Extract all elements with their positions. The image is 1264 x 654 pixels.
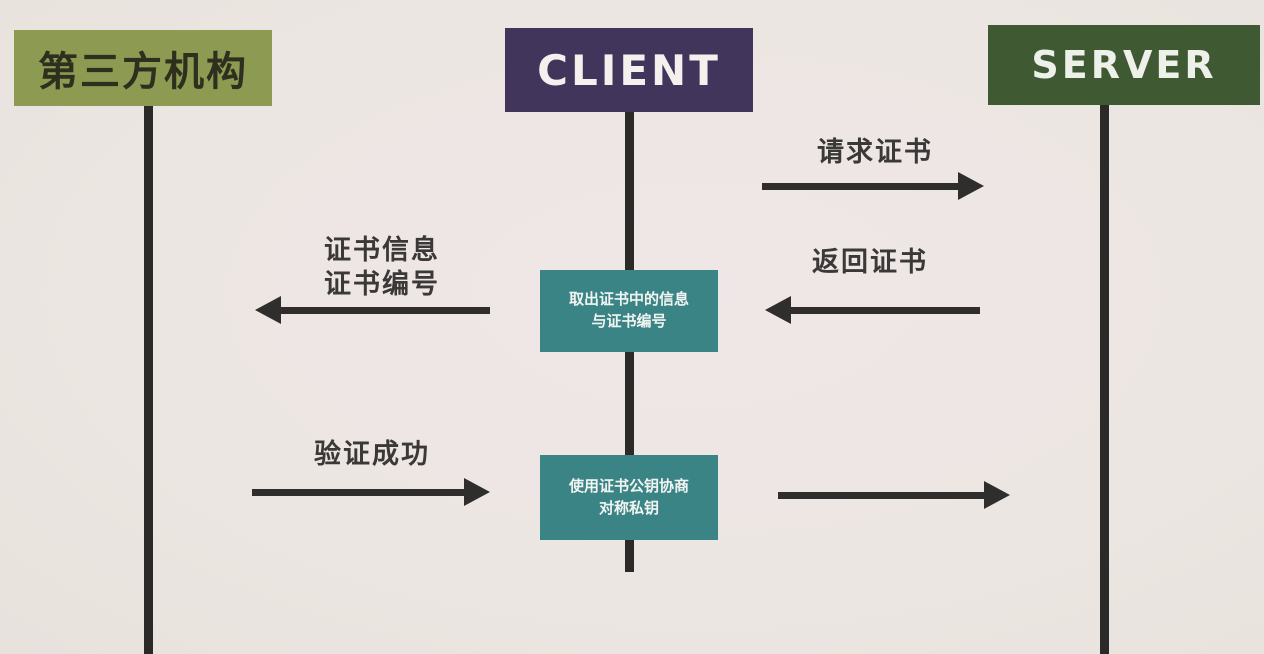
actor-client: CLIENT bbox=[505, 28, 753, 112]
process-extract-line1: 取出证书中的信息 bbox=[568, 290, 689, 309]
message-cert-info-label-line1: 证书信息 bbox=[324, 235, 440, 266]
arrow-left-icon bbox=[765, 296, 791, 324]
arrow-left-icon bbox=[255, 296, 281, 324]
message-return-cert-label: 返回证书 bbox=[812, 247, 928, 278]
arrow-return-cert-shaft bbox=[791, 307, 980, 314]
actor-third-party-ca-label: 第三方机构 bbox=[38, 49, 248, 95]
lifeline-third-party-ca bbox=[144, 106, 153, 654]
actor-server-label: SERVER bbox=[1031, 43, 1217, 87]
arrow-request-cert-shaft bbox=[762, 183, 958, 190]
process-extract-cert-info: 取出证书中的信息 与证书编号 bbox=[540, 270, 718, 352]
message-request-cert-label: 请求证书 bbox=[817, 137, 933, 168]
message-cert-info-label-line2: 证书编号 bbox=[324, 269, 440, 300]
arrow-request-cert bbox=[762, 172, 984, 200]
actor-client-label: CLIENT bbox=[537, 45, 721, 95]
arrow-right-icon bbox=[984, 481, 1010, 509]
arrow-verify-success bbox=[252, 478, 490, 506]
arrow-negotiate-send bbox=[778, 481, 1010, 509]
message-verify-success-label: 验证成功 bbox=[314, 439, 430, 470]
process-negotiate-key: 使用证书公钥协商 对称私钥 bbox=[540, 455, 718, 540]
arrow-return-cert bbox=[765, 296, 980, 324]
arrow-verify-success-shaft bbox=[252, 489, 464, 496]
process-extract-line2: 与证书编号 bbox=[591, 312, 667, 330]
actor-third-party-ca: 第三方机构 bbox=[14, 30, 272, 106]
process-negotiate-line1: 使用证书公钥协商 bbox=[568, 476, 689, 495]
arrow-cert-info bbox=[255, 296, 490, 324]
lifeline-server bbox=[1100, 105, 1109, 654]
arrow-right-icon bbox=[958, 172, 984, 200]
arrow-cert-info-shaft bbox=[281, 307, 490, 314]
process-negotiate-line2: 对称私钥 bbox=[598, 498, 659, 517]
actor-server: SERVER bbox=[988, 25, 1260, 105]
arrow-right-icon bbox=[464, 478, 490, 506]
arrow-negotiate-send-shaft bbox=[778, 492, 984, 499]
